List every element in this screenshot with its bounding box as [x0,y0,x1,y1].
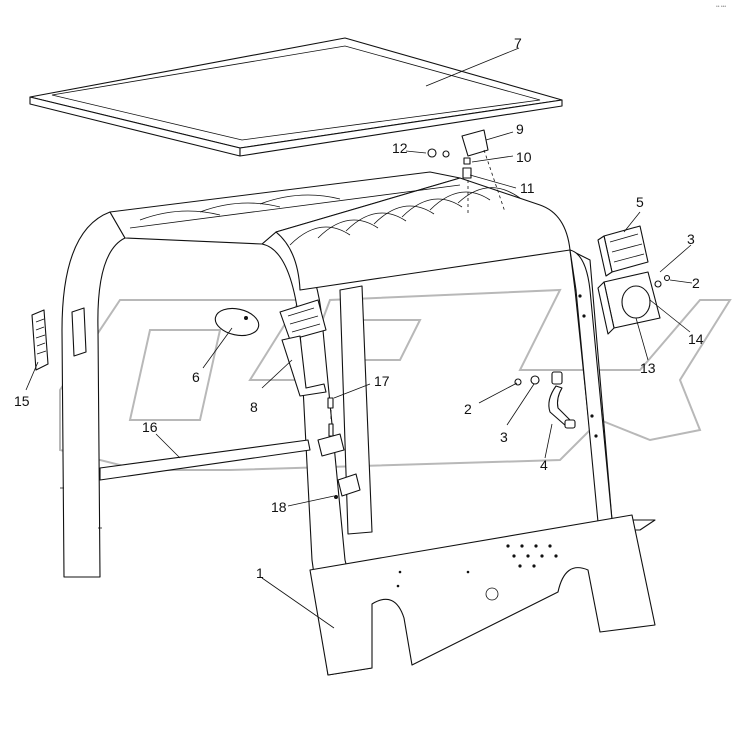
lens-part-13 [621,285,651,319]
hose-assembly-part-4 [514,274,671,429]
lamp-housing-part-14 [597,271,661,335]
corner-mark: •• ••• [716,4,726,10]
cab-frame-part-1 [60,171,656,676]
callout-5: 5 [636,194,644,210]
callout-3-right: 3 [687,231,695,247]
callout-8: 8 [250,399,258,415]
side-panel-part-15 [31,309,49,371]
callout-18: 18 [271,499,287,515]
callout-labels: 7 9 10 12 11 5 3 2 14 13 6 8 17 2 3 4 16… [14,35,704,581]
callout-13: 13 [640,360,656,376]
callout-9: 9 [516,121,524,137]
callout-1: 1 [256,565,264,581]
callout-17: 17 [374,373,390,389]
clip-hardware-part-18 [317,397,361,499]
callout-11: 11 [520,180,535,196]
callout-4: 4 [540,457,548,473]
roof-panel-part-7 [29,37,563,157]
callout-16: 16 [142,419,158,435]
roof-bracket-hardware [427,129,506,215]
callout-12: 12 [392,140,408,156]
mirror-part-6 [214,307,260,337]
callout-2-center: 2 [464,401,472,417]
callout-6: 6 [192,369,200,385]
callout-15: 15 [14,393,30,409]
callout-3-center: 3 [500,429,508,445]
work-lamp-part-5 [597,225,649,277]
plate-holes [396,294,598,601]
callout-14: 14 [688,331,704,347]
callout-10: 10 [516,149,532,165]
post-bracket [71,307,87,357]
lamp-bracket-part-8 [279,299,327,397]
leader-lines [25,47,693,629]
callout-2-right: 2 [692,275,700,291]
callout-7: 7 [514,35,522,51]
